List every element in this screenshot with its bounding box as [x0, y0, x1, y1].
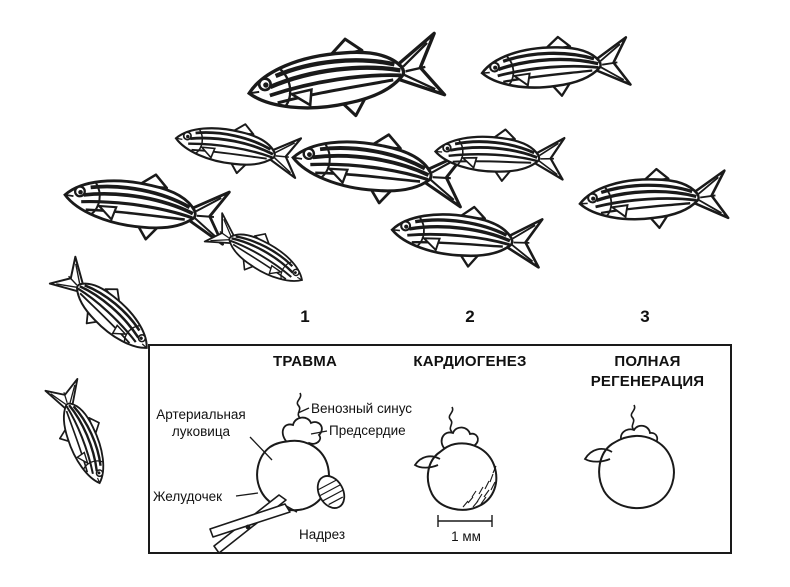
- stage-number-1: 1: [300, 307, 310, 326]
- scale-bar: [437, 515, 493, 527]
- stage-title-trauma: ТРАВМА: [272, 353, 338, 370]
- scissors-icon: [209, 494, 291, 554]
- label-atrium: Предсердие: [329, 423, 406, 438]
- label-scale-bar: 1 мм: [451, 529, 481, 544]
- stage-title-cardiogenesis: КАРДИОГЕНЕЗ: [413, 353, 527, 370]
- stage-number-2: 2: [465, 307, 475, 326]
- stage-number-3: 3: [640, 307, 650, 326]
- heart-stage-3-regeneration-drawing: [583, 404, 675, 510]
- zebrafish-illustration: [39, 375, 122, 492]
- zebrafish-illustration: [201, 208, 314, 299]
- heart-stage-1-trauma-drawing: [256, 392, 346, 513]
- heart-stage-2-cardiogenesis-drawing: [413, 406, 498, 511]
- zebrafish-illustration: [58, 159, 234, 254]
- label-arterial-bulb: Артериальная луковица: [156, 407, 246, 439]
- zebrafish-illustration: [170, 111, 305, 185]
- stage-title-full-regeneration: ПОЛНАЯ РЕГЕНЕРАЦИЯ: [590, 353, 705, 390]
- label-ventricle: Желудочек: [153, 489, 223, 504]
- stages-panel-border: [148, 344, 732, 554]
- label-venous-sinus: Венозный синус: [311, 401, 413, 416]
- zebrafish-illustration: [432, 123, 568, 187]
- zebrafish-illustration: [478, 30, 633, 103]
- zebrafish-illustration: [387, 197, 546, 276]
- label-lines: [235, 407, 328, 497]
- zebrafish-illustration: [45, 251, 165, 366]
- label-incision: Надрез: [299, 527, 346, 542]
- zebrafish-illustration: [576, 163, 731, 234]
- zebrafish-illustration: [244, 26, 446, 129]
- zebrafish-illustration: [286, 119, 471, 217]
